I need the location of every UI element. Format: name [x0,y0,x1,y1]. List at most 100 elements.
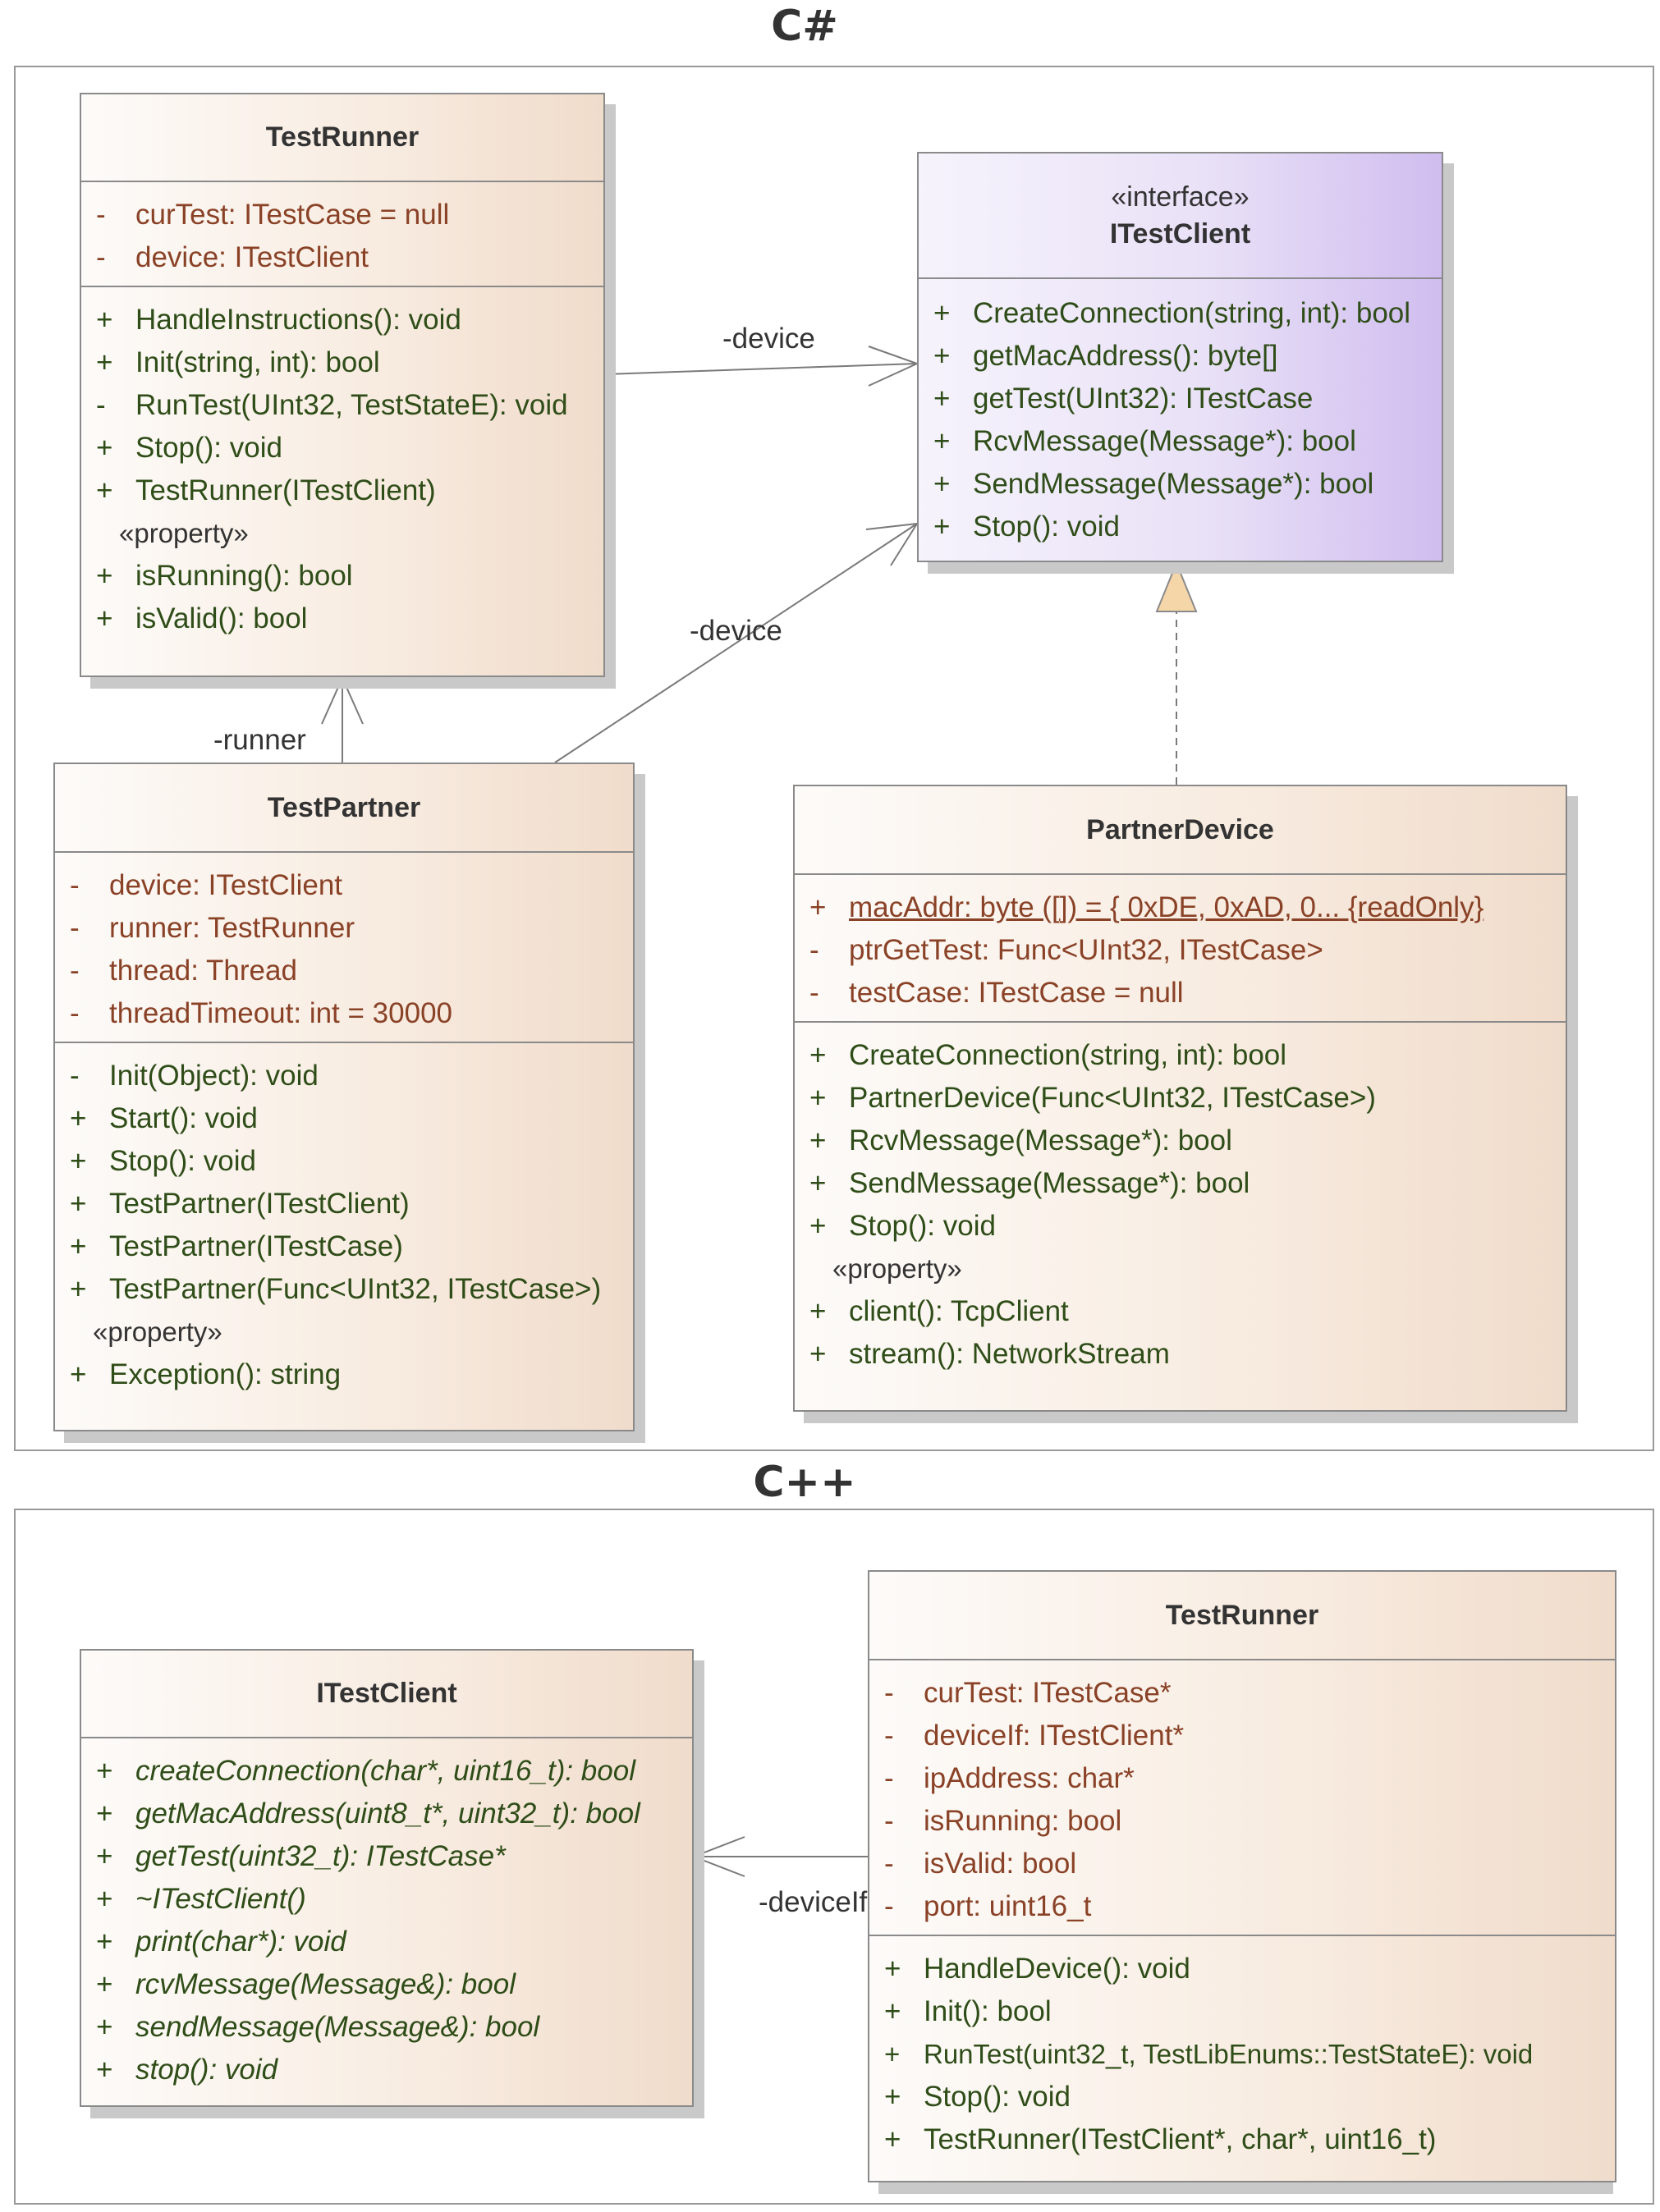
visibility-marker: - [884,1805,894,1837]
operation: TestPartner(Func<UInt32, ITestCase>) [109,1273,602,1305]
operation: TestPartner(ITestCase) [109,1230,403,1262]
visibility-marker: + [96,560,113,592]
visibility-marker: - [809,934,819,966]
visibility-marker: + [96,432,113,464]
attribute: ipAddress: char* [924,1762,1135,1794]
visibility-marker: + [809,1338,827,1370]
interface-cs-itestclient[interactable]: «interface» ITestClient +CreateConnectio… [917,152,1443,562]
visibility-marker: + [933,425,951,457]
visibility-marker: + [96,1883,113,1915]
visibility-marker: + [933,340,951,372]
class-cs-testrunner[interactable]: TestRunner -curTest: ITestCase = null -d… [80,93,605,677]
visibility-marker: - [70,912,80,944]
visibility-marker: - [884,1720,894,1752]
visibility-marker: + [70,1273,87,1305]
abstract-operation: getMacAddress(uint8_t*, uint32_t): bool [135,1798,640,1830]
attributes-compartment: -curTest: ITestCase* -deviceIf: ITestCli… [869,1660,1615,1936]
visibility-marker: + [884,1953,901,1985]
assoc-line-testpartner-itestclient [554,523,918,763]
assoc-arrowhead-testpartner [865,522,919,566]
visibility-marker: - [884,1677,894,1709]
visibility-marker: - [70,997,80,1029]
label-deviceif: -deviceIf [759,1886,868,1918]
visibility-marker: + [96,304,113,336]
class-name: PartnerDevice [1086,813,1274,845]
operations-compartment: -Init(Object): void +Start(): void +Stop… [55,1043,633,1403]
visibility-marker: - [96,241,106,273]
property-stereotype: «property» [119,518,249,548]
abstract-operation: sendMessage(Message&): bool [135,2011,540,2043]
property-stereotype: «property» [832,1253,962,1284]
class-name: TestRunner [265,121,420,153]
operation: SendMessage(Message*): bool [849,1167,1250,1199]
visibility-marker: + [933,382,951,414]
operations-compartment: +HandleDevice(): void +Init(): bool +Run… [869,1936,1615,2168]
class-cs-partnerdevice[interactable]: PartnerDevice + macAddr: byte ([]) = { 0x… [793,785,1567,1412]
property: stream(): NetworkStream [849,1338,1170,1370]
operation: TestRunner(ITestClient) [135,474,436,506]
property: isValid(): bool [135,602,308,634]
attribute: deviceIf: ITestClient* [924,1720,1185,1752]
static-attribute: macAddr: byte ([]) = { 0xDE, 0xAD, 0... … [849,891,1484,923]
visibility-marker: + [96,1926,113,1958]
class-name: ITestClient [316,1678,457,1709]
operation: Init(string, int): bool [135,346,380,378]
attributes-compartment: -device: ITestClient -runner: TestRunner… [55,853,633,1043]
attribute: threadTimeout: int = 30000 [109,997,453,1029]
attribute: testCase: ITestCase = null [849,977,1184,1009]
operation: CreateConnection(string, int): bool [973,297,1411,329]
operation: Stop(): void [849,1210,996,1242]
realization-arrowhead [1155,561,1198,612]
visibility-marker: + [96,1840,113,1872]
label-device-1: -device [722,323,815,355]
visibility-marker: - [70,1060,80,1092]
class-cpp-testrunner[interactable]: TestRunner -curTest: ITestCase* -deviceI… [868,1570,1616,2182]
visibility-marker: + [70,1102,87,1134]
abstract-operation: stop(): void [135,2054,278,2086]
operation: getMacAddress(): byte[] [973,340,1278,372]
visibility-marker: + [96,2054,113,2086]
attribute: device: ITestClient [109,869,343,901]
property: client(): TcpClient [849,1295,1069,1327]
label-device-2: -device [690,615,782,647]
operation: RcvMessage(Message*): bool [973,425,1356,457]
visibility-marker: + [884,2039,901,2069]
visibility-marker: - [809,977,819,1009]
property-stereotype: «property» [93,1317,222,1347]
class-cpp-itestclient[interactable]: ITestClient + createConnection(char*, uin… [80,1649,694,2107]
attribute: isValid: bool [924,1848,1077,1880]
operations-compartment: +CreateConnection(string, int): bool +Pa… [795,1023,1566,1382]
operations-compartment: +HandleInstructions(): void +Init(string… [81,287,603,647]
operation: Start(): void [109,1102,258,1134]
operations-compartment: + CreateConnection(string, int): bool + ge… [919,279,1442,555]
visibility-marker: + [884,1995,901,2027]
visibility-marker: + [809,1167,827,1199]
abstract-operation: createConnection(char*, uint16_t): bool [135,1755,635,1787]
assoc-arrowhead-testrunner [868,346,919,387]
class-cs-testpartner[interactable]: TestPartner -device: ITestClient -runner… [53,763,635,1431]
operation: getTest(UInt32): ITestCase [973,382,1314,414]
visibility-marker: - [884,1762,894,1794]
package-title-csharp: C# [771,2,838,51]
visibility-marker: + [809,891,827,923]
operation: Init(): bool [924,1995,1052,2027]
abstract-operation: ~ITestClient() [135,1883,306,1915]
visibility-marker: - [884,1890,894,1922]
visibility-marker: + [933,511,951,543]
attributes-compartment: + macAddr: byte ([]) = { 0xDE, 0xAD, 0...… [795,875,1566,1023]
visibility-marker: - [70,869,80,901]
attribute: runner: TestRunner [109,912,355,944]
visibility-marker: + [933,297,951,329]
visibility-marker: + [809,1082,827,1114]
property: Exception(): string [109,1358,342,1390]
visibility-marker: - [96,389,106,421]
attribute: curTest: ITestCase = null [135,199,450,231]
operation: TestPartner(ITestClient) [109,1188,410,1220]
package-frame-csharp [14,66,1654,1451]
interface-stereotype: «interface» [1111,181,1250,213]
operation: Stop(): void [924,2081,1071,2113]
operation: HandleDevice(): void [924,1953,1190,1985]
class-name: TestRunner [1165,1599,1319,1631]
assoc-line-testrunner-itestclient [604,363,918,375]
package-title-cpp: C++ [753,1458,856,1507]
